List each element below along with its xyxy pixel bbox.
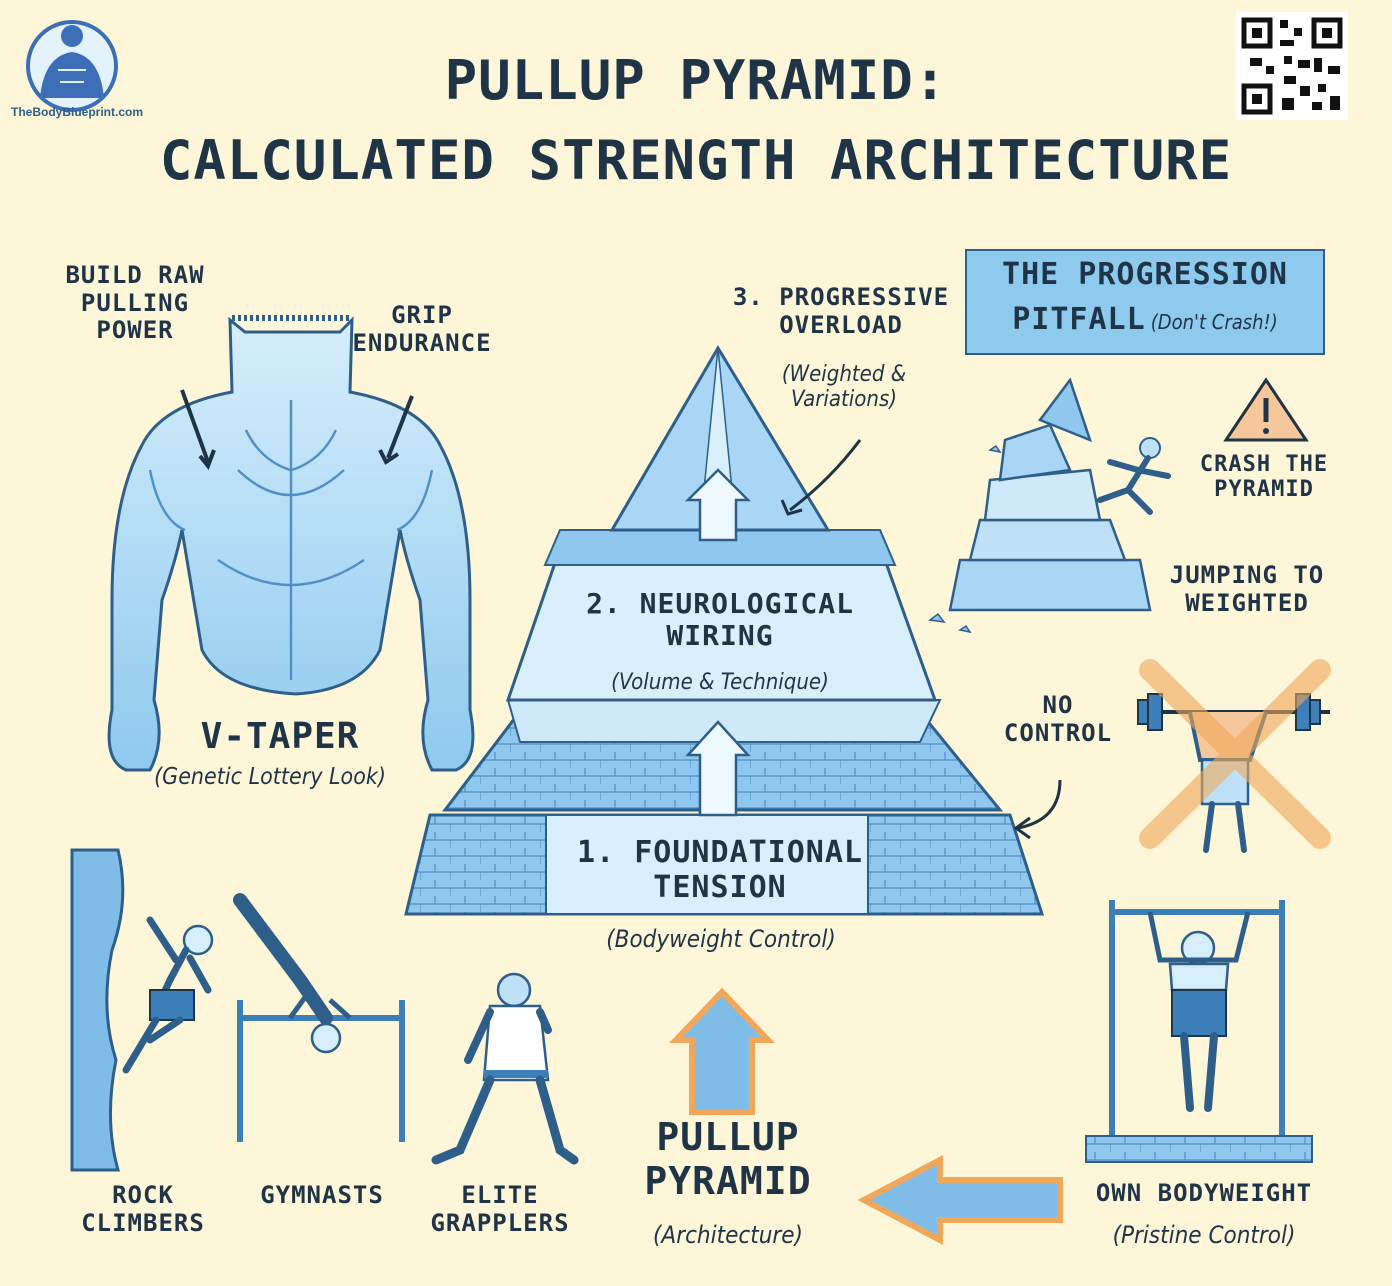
gymnast-illustration (233, 893, 405, 1142)
tier1-subtitle: (Bodyweight Control) (606, 925, 836, 953)
rock-climber-illustration (70, 848, 214, 1172)
grip-endurance-callout: GRIP ENDURANCE (352, 301, 492, 357)
pitfall-title-line1: THE PROGRESSION (1002, 257, 1288, 292)
left-arrow-icon (857, 1155, 1063, 1245)
brand-logo (26, 20, 118, 112)
tier3-subtitle: (Weighted & Variations) (781, 362, 907, 413)
pullup-pyramid-label: PULLUP PYRAMID (644, 1115, 812, 1203)
qr-code-icon (1236, 12, 1348, 120)
athlete-label-gymnasts: GYMNASTS (260, 1181, 384, 1209)
page-title-line2: CALCULATED STRENGTH ARCHITECTURE (159, 129, 1233, 192)
bodyweight-title: OWN BODYWEIGHT (1095, 1179, 1313, 1207)
v-taper-subtitle: (Genetic Lottery Look) (154, 764, 386, 790)
pitfall-title-aside: (Don't Crash!) (1150, 310, 1278, 334)
pullup-pyramid-illustration (404, 345, 1045, 916)
muscular-back-illustration (107, 315, 475, 772)
v-taper-title: V-TAPER (200, 716, 360, 757)
pitfall-title-line2: PITFALL (Don't Crash!) (972, 302, 1318, 337)
no-control-arrow (1017, 779, 1062, 830)
jump-label: JUMPING TO WEIGHTED (1169, 561, 1325, 617)
athlete-label-climbers: ROCK CLIMBERS (81, 1181, 205, 1237)
no-control-label: NO CONTROL (1003, 691, 1113, 747)
tier2-subtitle: (Volume & Technique) (611, 670, 829, 695)
up-arrow-icon (668, 987, 776, 1115)
pitfall-box (965, 249, 1325, 355)
grappler-illustration (431, 972, 579, 1165)
tier3-title: 3. PROGRESSIVE OVERLOAD (732, 283, 950, 339)
tier2-title: 2. NEUROLOGICAL WIRING (586, 587, 854, 653)
bodyweight-subtitle: (Pristine Control) (1112, 1221, 1296, 1249)
athlete-label-grapplers: ELITE GRAPPLERS (430, 1181, 570, 1237)
brand-site-label[interactable]: TheBodyBlueprint.com (10, 105, 143, 119)
pullup-pyramid-subtitle: (Architecture) (653, 1221, 803, 1249)
tier1-title: 1. FOUNDATIONAL TENSION (577, 835, 863, 905)
raw-power-callout: BUILD RAW PULLING POWER (65, 261, 205, 345)
weighted-pullup-crossed-illustration (1137, 659, 1331, 853)
page-title-line1: PULLUP PYRAMID: (444, 49, 948, 112)
pitfall-title-word: PITFALL (1012, 302, 1146, 337)
crash-label: CRASH THE PYRAMID (1199, 452, 1329, 503)
warning-icon (1223, 377, 1309, 442)
crumbling-pyramid-illustration (928, 377, 1171, 634)
bodyweight-pullup-illustration (1085, 900, 1313, 1163)
